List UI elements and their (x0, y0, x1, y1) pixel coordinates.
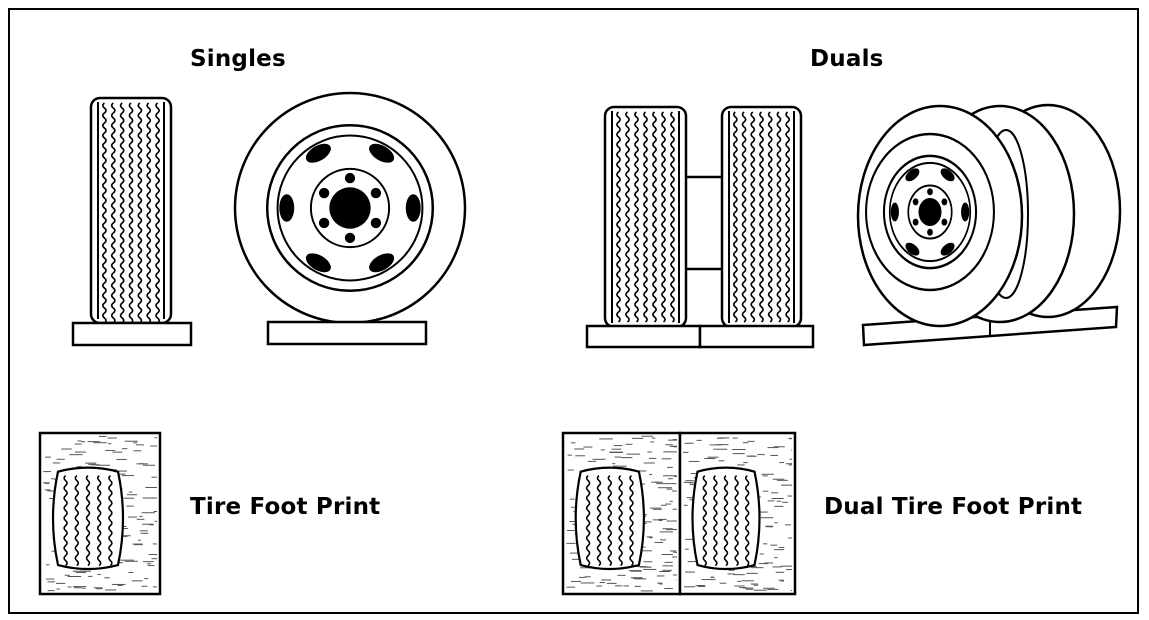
dual-tire-left-tread-view (603, 105, 688, 329)
dual-right-ground-pad (698, 324, 815, 349)
dual-axle-connectors (686, 175, 722, 271)
single-tire-tread-view (89, 96, 173, 325)
single-wheel-face (233, 91, 467, 325)
single-footprint-illustration (38, 431, 162, 596)
dual-wheel-face (856, 103, 1122, 347)
dual-footprint-label: Dual Tire Foot Print (824, 494, 1083, 520)
singles-title: Singles (190, 46, 286, 72)
single-wheel-ground-pad (266, 320, 428, 346)
duals-title: Duals (810, 46, 884, 72)
dual-left-ground-pad (585, 324, 702, 349)
dual-tire-right-tread-view (720, 105, 803, 329)
single-footprint-label: Tire Foot Print (190, 494, 381, 520)
single-tread-ground-pad (71, 321, 193, 347)
dual-footprint-illustration (561, 431, 797, 596)
